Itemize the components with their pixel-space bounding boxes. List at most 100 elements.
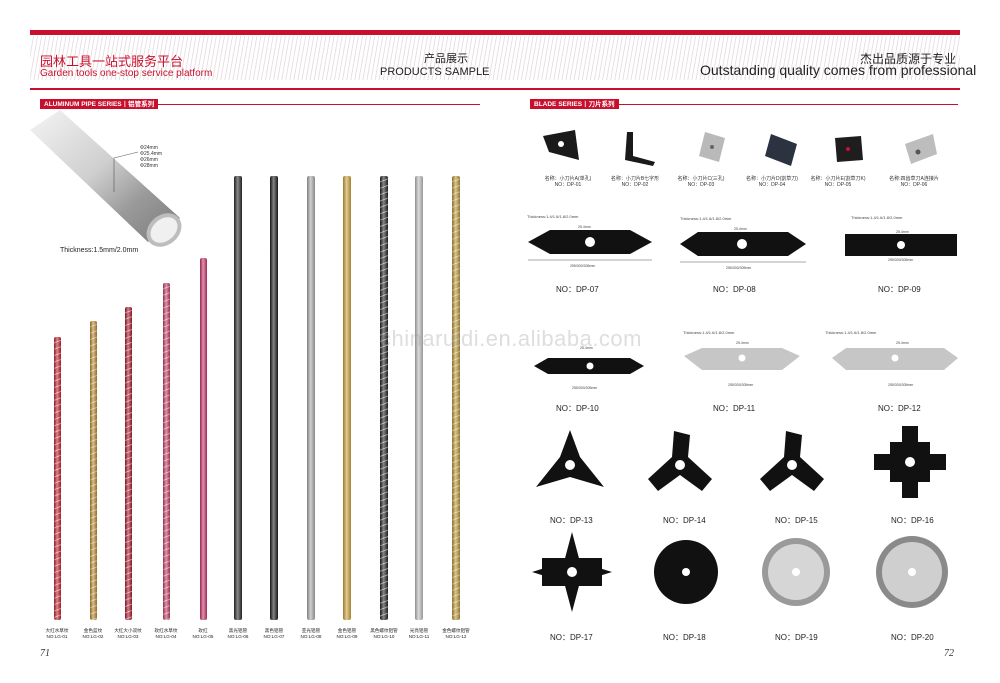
blade-code: NO：DP-04 — [758, 182, 786, 188]
blade-number-16: NO：DP-16 — [891, 516, 934, 525]
rod-name: 亚光铝管 — [301, 628, 321, 633]
rod-4 — [162, 283, 170, 620]
small-blade-caption-4: 名称：小刀片D(割草刀)NO：DP-04 — [742, 176, 802, 188]
dp08-thickness-note: Thickness:1.4/1.6/1.8/2.0mm — [680, 216, 732, 221]
page-number-right: 72 — [944, 648, 954, 659]
dp12-thickness-note: Thickness:1.4/1.6/1.8/2.0mm — [825, 330, 877, 335]
rod-code: NO:LG-02 — [82, 633, 104, 639]
pipe-diameter-list: Φ24mm Φ25.4mm Φ26mm Φ28mm — [140, 145, 162, 169]
blade-dp02-image — [625, 132, 655, 166]
blade-dp03-image — [699, 132, 725, 162]
header-top-stripe — [30, 30, 960, 35]
dp09-length-note: 255/300/305mm — [888, 258, 914, 262]
rod-2 — [89, 321, 97, 620]
pipe-size: Φ24mm — [140, 145, 158, 151]
blade-number-12: NO：DP-12 — [878, 404, 921, 413]
blade-section-line — [530, 104, 958, 105]
round-blades-image — [532, 426, 948, 612]
dp07-thickness-note: Thickness:1.4/1.6/1.8/2.0mm — [527, 214, 579, 219]
small-blade-caption-5: 名称：小刀片E(割草刀K)NO：DP-05 — [808, 176, 868, 188]
rod-code: NO:LG-05 — [192, 633, 214, 639]
blade-number-7: NO：DP-07 — [556, 285, 599, 294]
dp11-diameter-note: 25.4mm — [736, 341, 749, 345]
rod-7 — [270, 176, 278, 620]
small-blade-caption-1: 名称：小刀片A(单孔)NO：DP-01 — [538, 176, 598, 188]
rod-9 — [343, 176, 351, 620]
header-left-title-en: Garden tools one-stop service platform — [40, 68, 213, 79]
aluminum-pipe-image — [30, 110, 182, 247]
dp12-length-note: 255/300/305mm — [888, 383, 914, 387]
blade-name: 名称：小刀片D(割草刀) — [746, 176, 798, 182]
blade-section-tag: BLADE SERIES丨刀片系列 — [530, 99, 619, 109]
dp11-thickness-note: Thickness:1.4/1.6/1.8/2.0mm — [683, 330, 735, 335]
header-left-title-cn: 园林工具一站式服务平台 — [40, 55, 184, 70]
pipe-size: Φ28mm — [140, 163, 158, 169]
rod-name: 黑色铝管 — [264, 628, 284, 633]
page-number-left: 71 — [40, 648, 50, 659]
dp10-length-note: 255/300/305mm — [572, 386, 598, 390]
blade-dp01-image — [543, 130, 579, 160]
blade-code: NO：DP-06 — [900, 182, 928, 188]
pipe-size: Φ25.4mm — [140, 151, 163, 157]
rod-5 — [199, 258, 207, 620]
rod-name: 大红大小双纹 — [114, 628, 142, 633]
blade-code: NO：DP-03 — [687, 182, 715, 188]
blade-name: 名称:四齿草刀A连接片 — [889, 176, 939, 182]
blade-code: NO：DP-05 — [824, 182, 852, 188]
header-bottom-stripe — [30, 88, 960, 90]
rod-name: 大红水草纹 — [45, 628, 69, 633]
dp07-diameter-note: 25.4mm — [578, 225, 591, 229]
header-mid-title-cn: 产品展示 — [424, 52, 468, 65]
blade-code: NO：DP-02 — [621, 182, 649, 188]
blade-number-11: NO：DP-11 — [713, 404, 756, 413]
dp12-diameter-note: 25.4mm — [896, 341, 909, 345]
rod-name: 金色铝管 — [337, 628, 357, 633]
blade-name: 名称：小刀片E(割草刀K) — [810, 176, 866, 182]
watermark: chinaruidi.en.alibaba.com — [380, 326, 642, 351]
blade-number-8: NO：DP-08 — [713, 285, 756, 294]
rod-8 — [307, 176, 315, 620]
dp09-diameter-note: 25.4mm — [896, 230, 909, 234]
rod-code: NO:LG-01 — [46, 633, 68, 639]
long-blades-image — [528, 230, 958, 374]
blade-name: 名称：小刀片C(三孔) — [677, 176, 725, 182]
rod-name: 金色螺纹铝管 — [442, 628, 470, 633]
rod-name: 金色蓝纹 — [83, 628, 103, 633]
blade-code: NO：DP-01 — [554, 182, 582, 188]
blade-name: 名称：小刀片B七字形 — [610, 176, 660, 182]
dp07-length-note: 255/300/305mm — [570, 264, 596, 268]
rod-11 — [415, 176, 423, 620]
rod-code: NO:LG-07 — [263, 633, 285, 639]
dp11-length-note: 255/300/305mm — [728, 383, 754, 387]
rod-name: 光亮铝管 — [409, 628, 429, 633]
blade-number-19: NO：DP-19 — [775, 633, 818, 642]
rod-1 — [53, 337, 61, 620]
small-blade-caption-3: 名称：小刀片C(三孔)NO：DP-03 — [671, 176, 731, 188]
header-right-title-cn: 杰出品质源于专业 — [860, 52, 957, 66]
small-blades-row — [543, 130, 937, 166]
rod-12 — [452, 176, 460, 620]
blade-number-10: NO：DP-10 — [556, 404, 599, 413]
blade-number-9: NO：DP-09 — [878, 285, 921, 294]
dp08-diameter-note: 25.4mm — [734, 227, 747, 231]
rod-name: 玫红 — [198, 628, 208, 633]
rod-3 — [124, 307, 132, 620]
dp08-length-note: 255/300/305mm — [726, 266, 752, 270]
blade-dp04-image — [765, 134, 797, 166]
dp09-thickness-note: Thickness:1.4/1.6/1.8/2.0mm — [851, 215, 903, 220]
blade-number-20: NO：DP-20 — [891, 633, 934, 642]
rod-code: NO:LG-10 — [373, 633, 395, 639]
header-mid-title-en: PRODUCTS SAMPLE — [380, 66, 490, 78]
rod-code: NO:LG-03 — [117, 633, 139, 639]
rod-code: NO:LG-06 — [227, 633, 249, 639]
